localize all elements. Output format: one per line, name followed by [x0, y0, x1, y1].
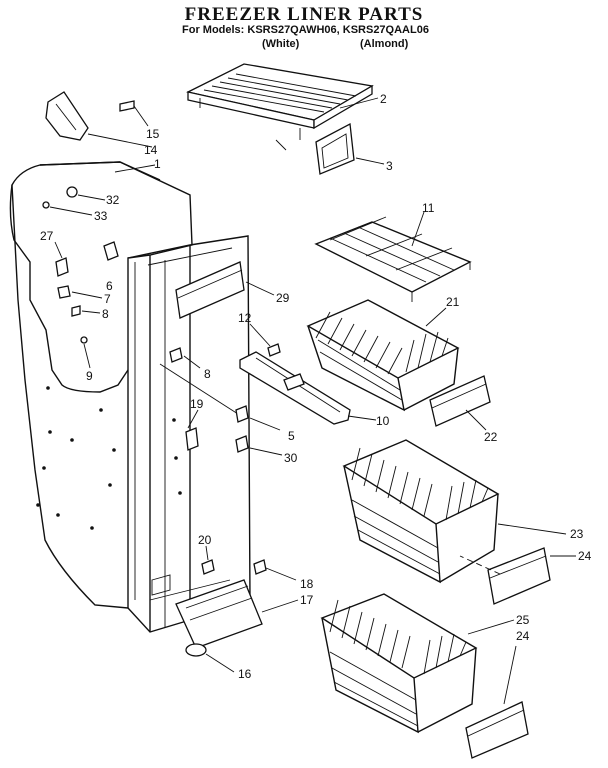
bottom-screw: [201, 545, 215, 575]
callout-10: 10: [376, 414, 390, 428]
basket-rail: [239, 351, 377, 425]
side-hardware: [42, 186, 119, 369]
wire-shelf: [314, 211, 472, 302]
callout-15: 15: [146, 127, 160, 141]
callout-1: 1: [154, 157, 161, 171]
callout-5: 5: [288, 429, 295, 443]
light-socket: [185, 409, 199, 451]
lower-hinge-bracket: [175, 579, 299, 649]
callout-12: 12: [238, 311, 252, 325]
callout-16: 16: [238, 667, 252, 681]
callout-19: 19: [190, 397, 204, 411]
top-glass-shelf: [186, 63, 379, 151]
callout-29: 29: [276, 291, 290, 305]
variant-almond: (Almond): [360, 38, 409, 50]
callouts: 2 3 15 14 1 32 33 27 6 7 8 9 11 29 21 12…: [40, 92, 592, 681]
callout-7: 7: [104, 292, 111, 306]
callout-27: 27: [40, 229, 54, 243]
callout-21: 21: [446, 295, 460, 309]
hinge-screw-lower: [253, 559, 297, 581]
upper-basket: [306, 299, 460, 412]
pan-cover: [175, 261, 275, 319]
hinge-screw: [119, 100, 149, 127]
callout-8-upper: 8: [102, 307, 109, 321]
callout-22: 22: [484, 430, 498, 444]
callout-3: 3: [386, 159, 393, 173]
callout-9: 9: [86, 369, 93, 383]
callout-18: 18: [300, 577, 314, 591]
rail-screw: [249, 323, 281, 357]
basket-front-lower: [465, 645, 529, 759]
callout-33: 33: [94, 209, 108, 223]
callout-11: 11: [422, 201, 435, 215]
basket-front-upper: [429, 375, 491, 431]
callout-8-lower: 8: [204, 367, 211, 381]
callout-23: 23: [570, 527, 584, 541]
callout-30: 30: [284, 451, 298, 465]
callout-2: 2: [380, 92, 387, 106]
variant-white: (White): [262, 38, 300, 50]
hinge-cap: [185, 643, 235, 673]
upper-hinge: [45, 91, 153, 148]
lower-basket: [320, 593, 515, 734]
callout-25: 25: [516, 613, 530, 627]
callout-17: 17: [300, 593, 314, 607]
basket-front-middle: [459, 547, 576, 605]
model-list: For Models: KSRS27QAWH06, KSRS27QAAL06: [182, 24, 429, 36]
rail-fasteners: [159, 347, 283, 456]
callout-24-lower: 24: [516, 629, 530, 643]
callout-32: 32: [106, 193, 120, 207]
diagram-title: FREEZER LINER PARTS: [184, 4, 424, 25]
callout-14: 14: [144, 143, 158, 157]
shelf-trim: [315, 122, 385, 175]
callout-6: 6: [106, 279, 113, 293]
callout-20: 20: [198, 533, 212, 547]
callout-24-middle: 24: [578, 549, 592, 563]
middle-basket: [342, 439, 567, 584]
